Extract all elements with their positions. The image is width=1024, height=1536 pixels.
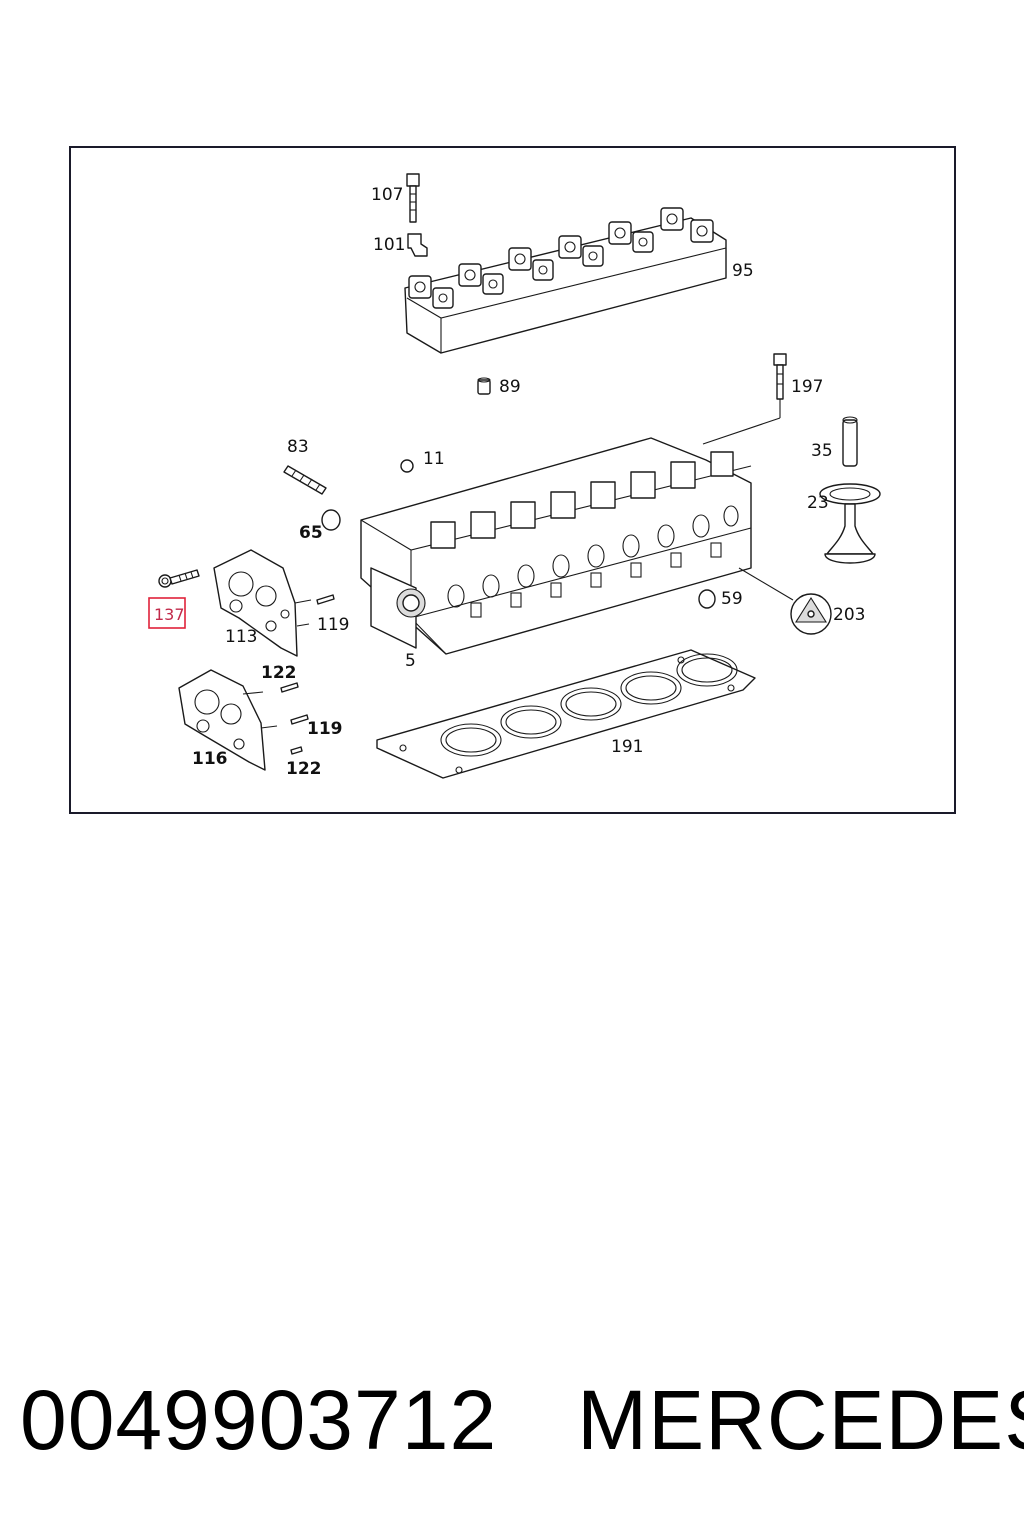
- callout-labels: 107 101 95 89 197 83 11 35 23 65 137 113…: [154, 185, 865, 779]
- bolt-197-drawing: [702, 353, 787, 445]
- cylinder-head-5-drawing: [360, 437, 794, 655]
- callout-35: 35: [811, 441, 833, 461]
- parts-diagram-frame: 107 101 95 89 197 83 11 35 23 65 137 113…: [69, 146, 956, 814]
- valve-23-drawing: [819, 483, 881, 564]
- part-number: 0049903712: [20, 1372, 498, 1467]
- callout-119-upper: 119: [317, 615, 349, 635]
- sleeve-89-drawing: [477, 377, 491, 395]
- callout-11: 11: [423, 449, 445, 469]
- callout-65: 65: [299, 523, 323, 543]
- engine-cylinder-head-exploded-diagram: 107 101 95 89 197 83 11 35 23 65 137 113…: [148, 173, 881, 779]
- callout-95: 95: [732, 261, 754, 281]
- callout-203: 203: [833, 605, 865, 625]
- pin-119-lower-drawing: [290, 714, 309, 725]
- callout-191: 191: [611, 737, 643, 757]
- valve-guide-35-drawing: [842, 416, 858, 467]
- bolt-107-drawing: [406, 173, 420, 223]
- callout-137: 137: [154, 605, 185, 624]
- callout-122-upper: 122: [261, 663, 297, 683]
- brand-name: MERCEDES: [577, 1372, 1024, 1467]
- cover-116-drawing: [178, 669, 278, 771]
- callout-89: 89: [499, 377, 521, 397]
- bolt-137-drawing: [158, 569, 200, 588]
- callout-107: 107: [371, 185, 403, 205]
- callout-116: 116: [192, 749, 228, 769]
- footer-caption: 0049903712 MERCEDES: [20, 1370, 1024, 1470]
- cover-203-drawing: [790, 593, 832, 635]
- callout-122-lower: 122: [286, 759, 322, 779]
- plug-65-drawing: [321, 509, 341, 531]
- stud-83-drawing: [283, 465, 327, 495]
- callout-5: 5: [405, 651, 416, 671]
- callout-101: 101: [373, 235, 405, 255]
- plug-59-drawing: [698, 589, 716, 609]
- pin-122-lower-drawing: [290, 746, 303, 755]
- pin-122-upper-drawing: [280, 682, 299, 693]
- clip-101-drawing: [407, 233, 428, 257]
- callout-197: 197: [791, 377, 823, 397]
- callout-83: 83: [287, 437, 309, 457]
- callout-137-highlight-box: [148, 597, 186, 629]
- callout-23: 23: [807, 493, 829, 513]
- callout-113: 113: [225, 627, 257, 647]
- pin-119-upper-drawing: [316, 594, 335, 605]
- callout-59: 59: [721, 589, 743, 609]
- callout-119-lower: 119: [307, 719, 343, 739]
- head-gasket-191-drawing: [376, 649, 756, 779]
- cover-113-drawing: [213, 549, 312, 657]
- ring-11-drawing: [400, 459, 414, 473]
- camshaft-carrier-95-drawing: [404, 207, 727, 354]
